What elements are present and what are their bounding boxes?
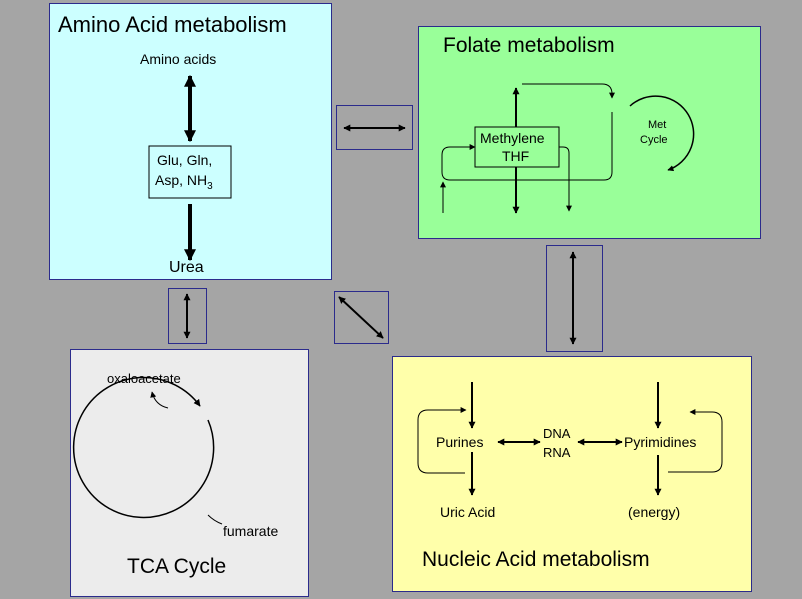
glu-gln-label: Glu, Gln,	[157, 152, 213, 168]
oxaloacetate-arrow	[150, 391, 169, 409]
nucleic-title: Nucleic Acid metabolism	[422, 548, 650, 571]
purines-loop-path	[417, 407, 467, 474]
asp-nh3-label: Asp, NH3	[155, 173, 213, 192]
met-cycle-circle	[629, 95, 695, 172]
folate-to-met-path	[522, 83, 615, 99]
tca-cycle-panel	[70, 349, 309, 597]
methylene-label: Methylene	[480, 130, 545, 146]
rna-label: RNA	[543, 445, 571, 460]
purines-label: Purines	[436, 434, 484, 450]
fumarate-label: fumarate	[223, 523, 279, 539]
tca-title: TCA Cycle	[127, 555, 227, 578]
amino-nucleic-arrow	[338, 296, 384, 339]
folate-title: Folate metabolism	[443, 34, 615, 57]
folate-loop-path	[441, 112, 613, 181]
amino-title: Amino Acid metabolism	[58, 12, 287, 37]
fumarate-line	[207, 514, 223, 525]
folate-right-down-path	[559, 146, 572, 212]
energy-label: (energy)	[628, 504, 681, 520]
pyrimidines-loop-path	[668, 409, 723, 473]
tca-cycle-circle	[72, 376, 215, 519]
oxaloacetate-label: oxaloacetate	[107, 371, 181, 386]
amino-tca-connector	[168, 288, 207, 344]
urea-label: Urea	[169, 259, 204, 276]
amino-acids-label: Amino acids	[140, 51, 217, 67]
cycle-label: Cycle	[640, 134, 668, 146]
thf-label: THF	[502, 148, 530, 164]
asp-nh-text: Asp, NH	[155, 172, 208, 188]
amino-nucleic-connector	[334, 291, 389, 344]
glu-gln-box	[148, 145, 232, 199]
met-label: Met	[648, 119, 667, 131]
nh3-subscript: 3	[207, 180, 213, 192]
dna-label: DNA	[543, 426, 571, 441]
nucleic-acid-metabolism-panel	[392, 356, 752, 592]
pyrimidines-label: Pyrimidines	[624, 434, 697, 450]
amino-folate-connector	[336, 105, 413, 150]
folate-nucleic-connector	[546, 245, 603, 352]
uric-acid-label: Uric Acid	[440, 504, 496, 520]
